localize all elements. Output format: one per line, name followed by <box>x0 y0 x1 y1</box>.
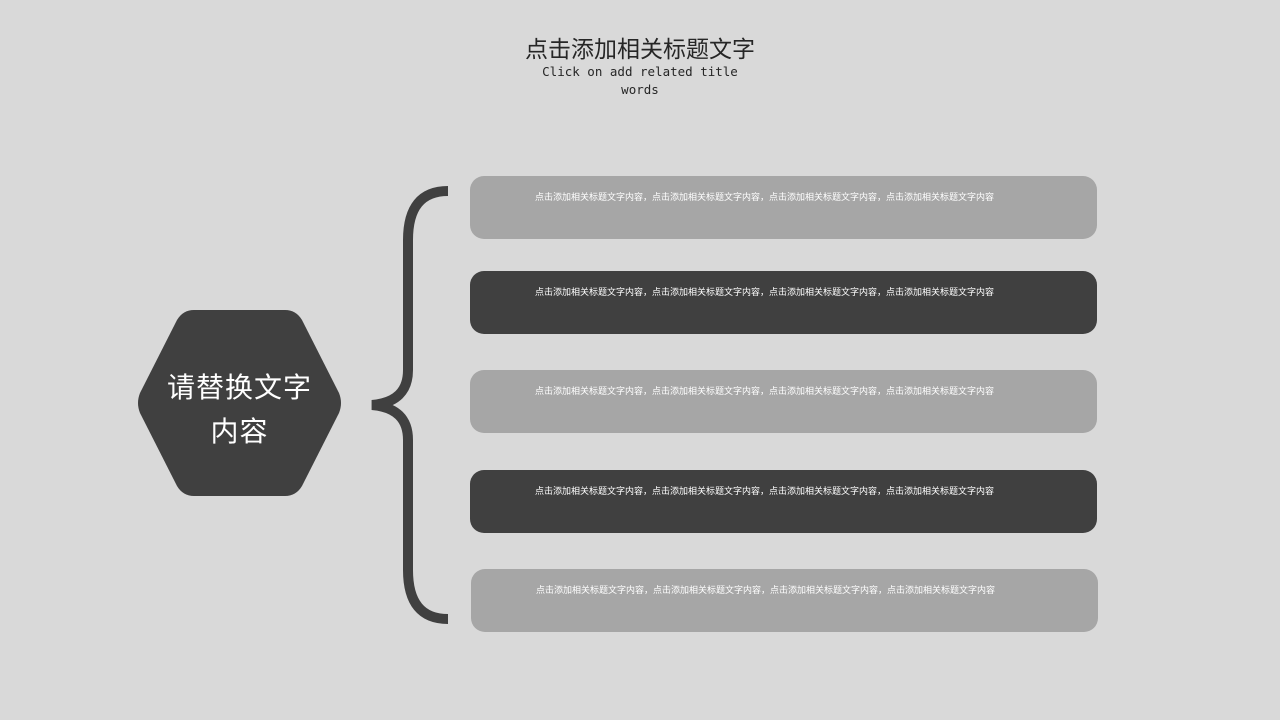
content-box-2[interactable]: 点击添加相关标题文字内容，点击添加相关标题文字内容，点击添加相关标题文字内容，点… <box>470 271 1097 334</box>
content-box-5[interactable]: 点击添加相关标题文字内容，点击添加相关标题文字内容，点击添加相关标题文字内容，点… <box>471 569 1098 632</box>
content-text: 点击添加相关标题文字内容，点击添加相关标题文字内容，点击添加相关标题文字内容，点… <box>535 487 995 497</box>
content-text: 点击添加相关标题文字内容，点击添加相关标题文字内容，点击添加相关标题文字内容，点… <box>535 387 995 397</box>
content-text: 点击添加相关标题文字内容，点击添加相关标题文字内容，点击添加相关标题文字内容，点… <box>535 288 995 298</box>
content-text: 点击添加相关标题文字内容，点击添加相关标题文字内容，点击添加相关标题文字内容，点… <box>536 586 996 596</box>
center-text: 请替换文字内容 <box>166 371 312 448</box>
content-box-1[interactable]: 点击添加相关标题文字内容，点击添加相关标题文字内容，点击添加相关标题文字内容，点… <box>470 176 1097 239</box>
hexagon-shape <box>138 310 341 496</box>
curly-brace-connector <box>371 186 449 624</box>
slide-subtitle: Click on add related title words <box>542 64 738 97</box>
slide-title: 点击添加相关标题文字 <box>525 37 755 63</box>
content-box-3[interactable]: 点击添加相关标题文字内容，点击添加相关标题文字内容，点击添加相关标题文字内容，点… <box>470 370 1097 433</box>
content-text: 点击添加相关标题文字内容，点击添加相关标题文字内容，点击添加相关标题文字内容，点… <box>535 193 995 203</box>
content-box-4[interactable]: 点击添加相关标题文字内容，点击添加相关标题文字内容，点击添加相关标题文字内容，点… <box>470 470 1097 533</box>
